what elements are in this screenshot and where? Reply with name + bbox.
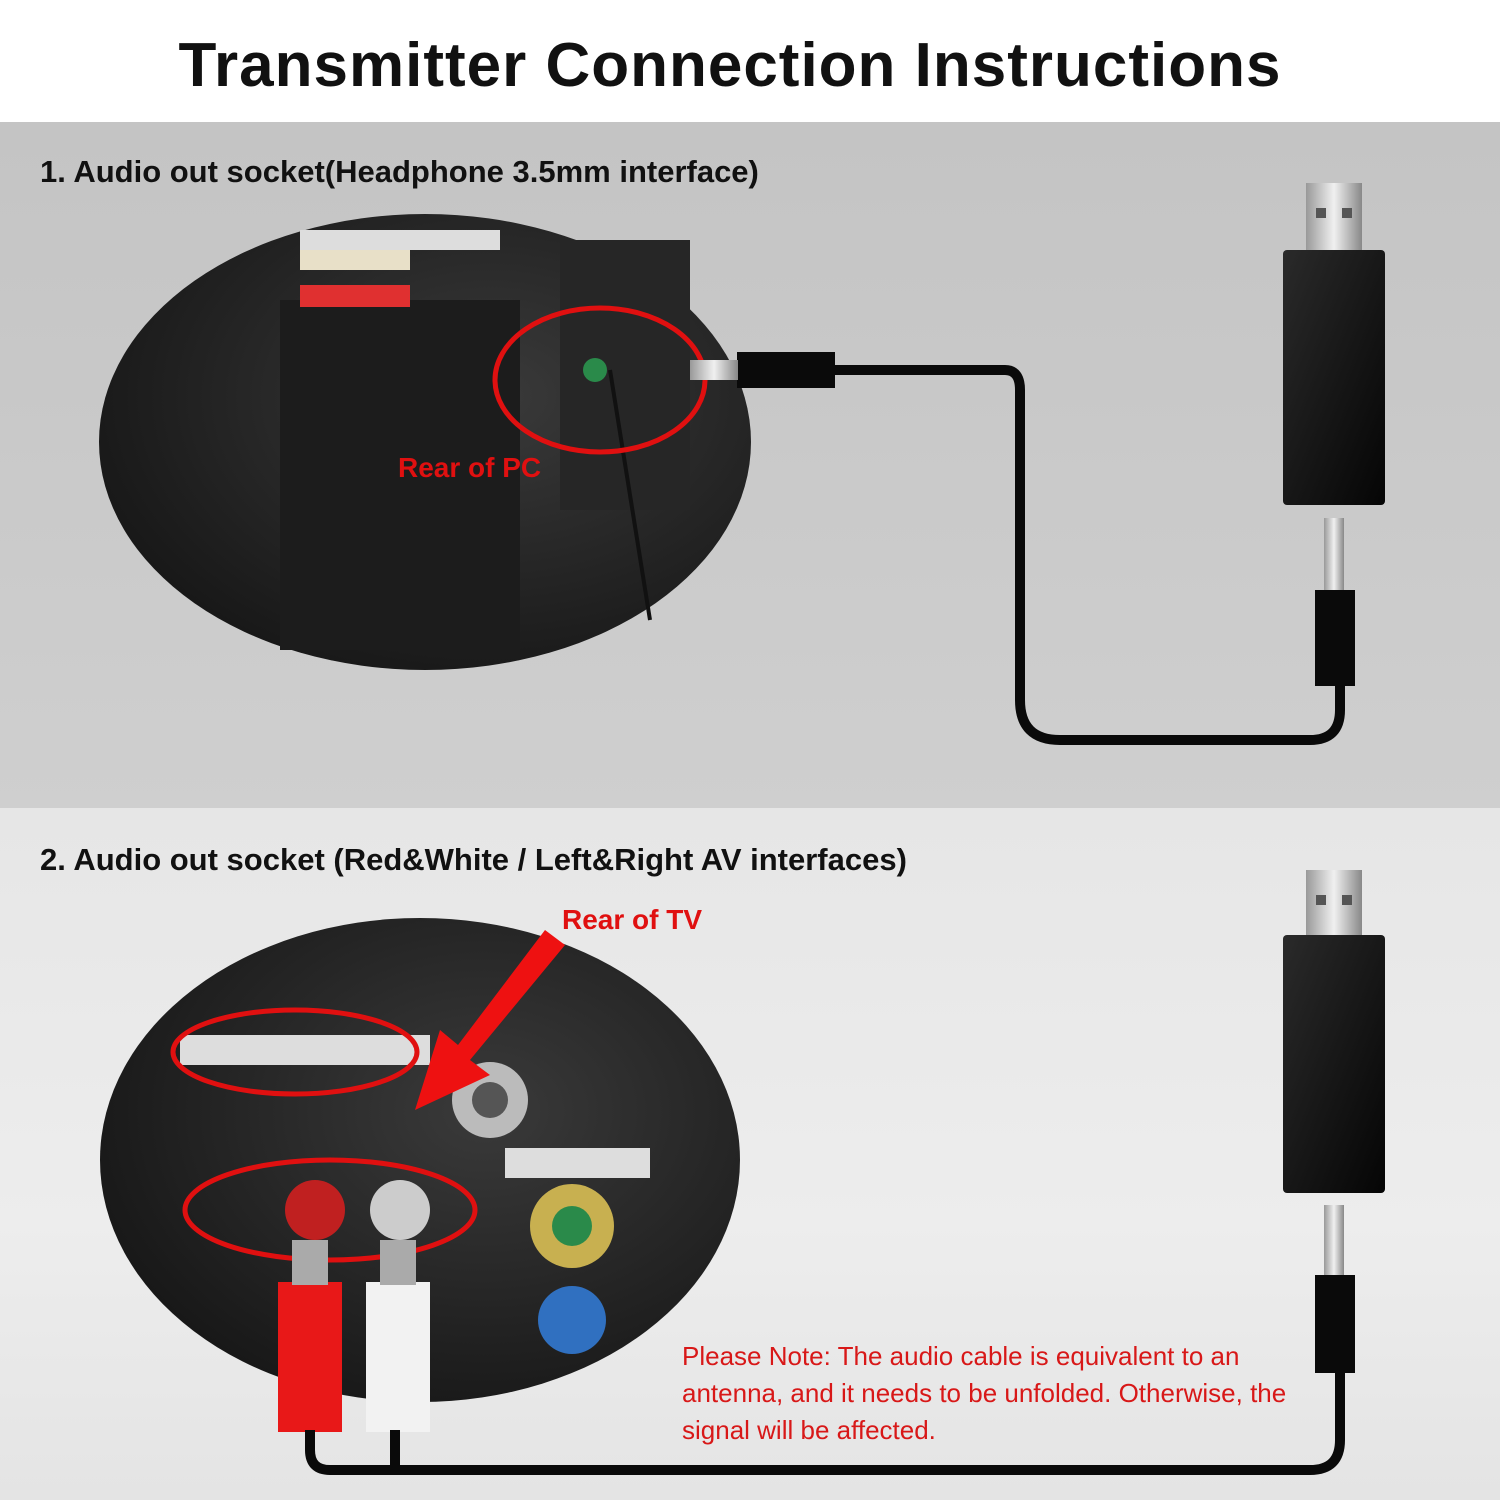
rca-plug-red bbox=[278, 1282, 342, 1432]
tv-rear-photo bbox=[100, 918, 740, 1432]
page-title: Transmitter Connection Instructions bbox=[178, 31, 1282, 100]
note-text: Please Note: The audio cable is equivale… bbox=[682, 1341, 1287, 1445]
cable bbox=[305, 1372, 1345, 1475]
highlight-circle bbox=[182, 1157, 478, 1263]
cable bbox=[835, 365, 1345, 745]
audio-plug bbox=[737, 352, 835, 388]
rear-of-pc-label: Rear of PC bbox=[398, 452, 542, 483]
rca-plug-white bbox=[366, 1282, 430, 1432]
section2-heading: 2. Audio out socket (Red&White / Left&Ri… bbox=[40, 842, 907, 877]
section1-heading: 1. Audio out socket(Headphone 3.5mm inte… bbox=[40, 154, 759, 189]
rear-of-tv-label: Rear of TV bbox=[562, 904, 703, 935]
usb-transmitter bbox=[1283, 183, 1385, 686]
arrow-icon bbox=[415, 930, 565, 1110]
usb-transmitter bbox=[1283, 870, 1385, 1373]
pc-rear-photo bbox=[99, 214, 751, 670]
highlight-circle bbox=[170, 1007, 420, 1097]
